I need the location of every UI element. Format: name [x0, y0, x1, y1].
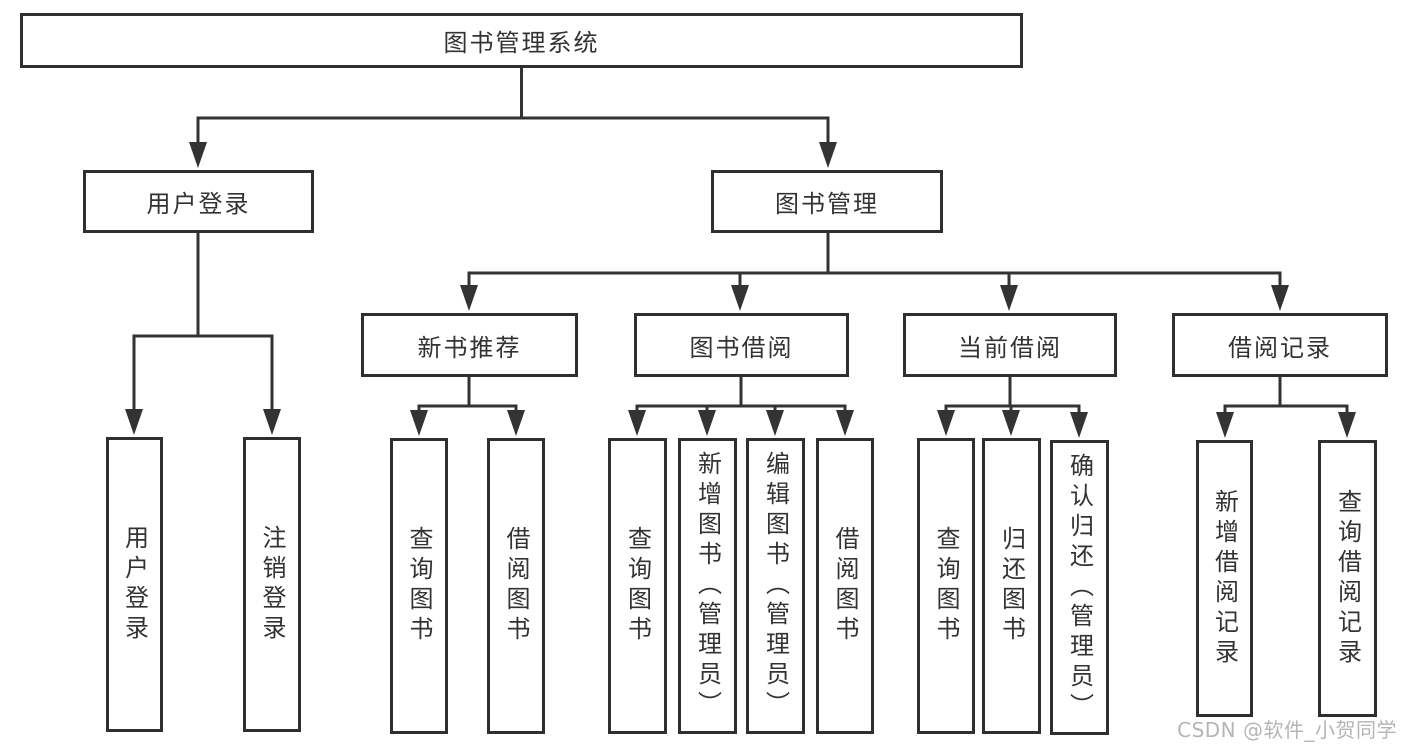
node-leaf-search-borrow-record: 查询借阅记录 — [1318, 440, 1377, 717]
node-leaf-add-books-admin: 新增图书（管理员） — [678, 438, 737, 734]
node-leaf-logout: 注销登录 — [243, 437, 301, 732]
node-leaf-search-books-2: 查询图书 — [608, 438, 667, 734]
node-leaf-search-books-3: 查询图书 — [917, 438, 975, 734]
node-leaf-borrow-books-2: 借阅图书 — [816, 438, 874, 734]
node-root: 图书管理系统 — [20, 13, 1023, 68]
node-leaf-search-books-1: 查询图书 — [390, 438, 448, 734]
node-book-borrowing: 图书借阅 — [634, 313, 849, 377]
node-book-management: 图书管理 — [711, 170, 943, 233]
node-leaf-return-books: 归还图书 — [982, 438, 1041, 734]
node-leaf-add-borrow-record: 新增借阅记录 — [1196, 440, 1253, 717]
node-leaf-confirm-return-admin: 确认归还（管理员） — [1050, 440, 1109, 735]
node-leaf-edit-books-admin: 编辑图书（管理员） — [746, 438, 805, 734]
node-borrowing-records: 借阅记录 — [1172, 313, 1388, 377]
node-leaf-borrow-books-1: 借阅图书 — [487, 438, 545, 734]
node-new-book-recommendation: 新书推荐 — [361, 313, 578, 377]
node-leaf-user-login: 用户登录 — [106, 437, 163, 732]
node-current-borrowing: 当前借阅 — [903, 313, 1117, 377]
csdn-watermark: CSDN @软件_小贺同学 — [1177, 718, 1397, 742]
node-user-login: 用户登录 — [83, 170, 314, 233]
